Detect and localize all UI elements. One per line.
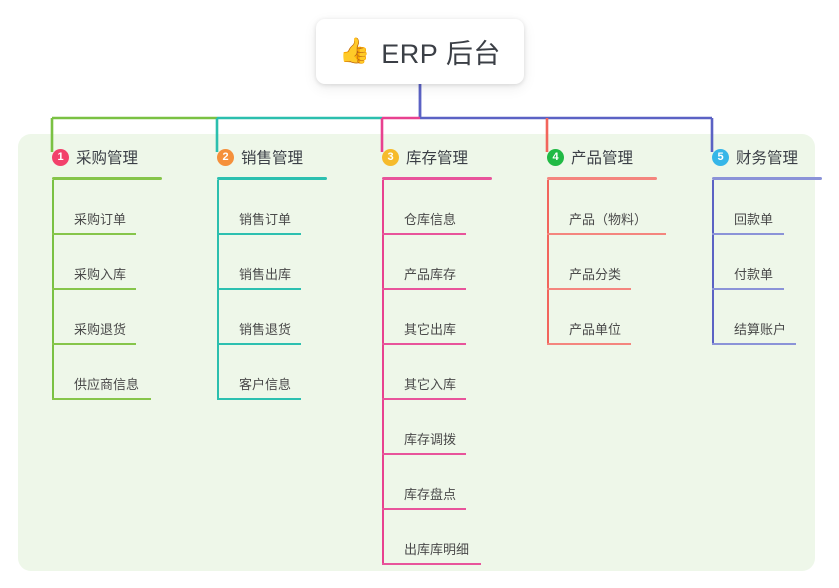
item-connector-stem [52,290,54,345]
column-3: 3 库存管理仓库信息产品库存其它出库其它入库库存调拨库存盘点出库库明细 [366,145,492,565]
item-label: 采购订单 [74,212,127,227]
column-2: 2 销售管理销售订单销售出库销售退货客户信息 [201,145,327,400]
item-label: 产品（物料） [569,212,648,227]
item-label: 客户信息 [239,377,292,392]
column-title: 采购管理 [76,150,139,167]
item-rule [52,288,136,290]
root-title: ERP 后台 [381,39,501,69]
item-rule [217,398,301,400]
item-rule [547,343,631,345]
item-connector-stem [547,180,549,235]
item-label: 销售出库 [239,267,292,282]
column-header-rule [712,177,822,180]
item-label: 销售退货 [239,322,292,337]
item-rule [547,233,666,235]
item-label: 产品库存 [404,267,457,282]
column-number-badge: 1 [52,148,69,166]
item-label: 销售订单 [239,212,292,227]
item-rule [382,288,466,290]
item-connector-stem [712,290,714,345]
column-header-1[interactable]: 1 采购管理 [36,145,138,169]
item-label: 产品单位 [569,322,622,337]
item-connector-stem [382,290,384,345]
item-label: 其它出库 [404,322,457,337]
item-label: 库存调拨 [404,432,457,447]
item-connector-stem [547,290,549,345]
item-connector-stem [547,235,549,290]
column-header-rule [382,177,492,180]
item-label: 供应商信息 [74,377,140,392]
item-rule [382,453,466,455]
column-number-badge: 3 [382,148,399,166]
item-rule [52,398,151,400]
item-connector-stem [382,235,384,290]
item-connector-stem [217,345,219,400]
column-header-4[interactable]: 4 产品管理 [531,145,633,169]
item-label: 出库库明细 [404,542,470,557]
item-connector-stem [382,345,384,400]
item-rule [382,563,481,565]
column-title: 库存管理 [406,150,469,167]
item-connector-stem [52,345,54,400]
column-number-badge: 5 [712,148,729,166]
item-rule [217,343,301,345]
column-5: 5 财务管理回款单付款单结算账户 [696,145,822,345]
column-header-3[interactable]: 3 库存管理 [366,145,468,169]
item-label: 其它入库 [404,377,457,392]
item-label: 采购入库 [74,267,127,282]
item-rule [52,343,136,345]
column-number-badge: 2 [217,148,234,166]
item-rule [382,398,466,400]
item-rule [217,288,301,290]
diagram-panel [18,134,815,571]
item-connector-stem [217,290,219,345]
column-header-rule [547,177,657,180]
item-connector-stem [217,235,219,290]
item-label: 结算账户 [734,322,787,337]
item-connector-stem [382,510,384,565]
item-rule [712,288,784,290]
item-connector-stem [217,180,219,235]
item-label: 回款单 [734,212,774,227]
item-label: 库存盘点 [404,487,457,502]
item-rule [382,233,466,235]
item-rule [382,508,466,510]
column-4: 4 产品管理产品（物料） 产品分类产品单位 [531,145,666,345]
item-label: 采购退货 [74,322,127,337]
item-rule [712,343,796,345]
column-title: 销售管理 [241,150,304,167]
item-label: 产品分类 [569,267,622,282]
column-title: 产品管理 [571,150,634,167]
item-connector-stem [712,180,714,235]
column-title: 财务管理 [736,150,799,167]
item-connector-stem [52,180,54,235]
item-connector-stem [712,235,714,290]
column-header-5[interactable]: 5 财务管理 [696,145,798,169]
item-label: 仓库信息 [404,212,457,227]
column-number-badge: 4 [547,148,564,166]
item-rule [712,233,784,235]
item-rule [547,288,631,290]
item-rule [52,233,136,235]
root-node[interactable]: 👍 ERP 后台 [316,19,524,84]
column-header-rule [217,177,327,180]
item-rule [382,343,466,345]
item-connector-stem [382,455,384,510]
item-connector-stem [382,400,384,455]
column-1: 1 采购管理采购订单采购入库采购退货供应商信息 [36,145,162,400]
item-connector-stem [382,180,384,235]
item-rule [217,233,301,235]
column-header-rule [52,177,162,180]
item-label: 付款单 [734,267,774,282]
item-connector-stem [52,235,54,290]
column-header-2[interactable]: 2 销售管理 [201,145,303,169]
thumbs-up-icon: 👍 [339,37,371,65]
